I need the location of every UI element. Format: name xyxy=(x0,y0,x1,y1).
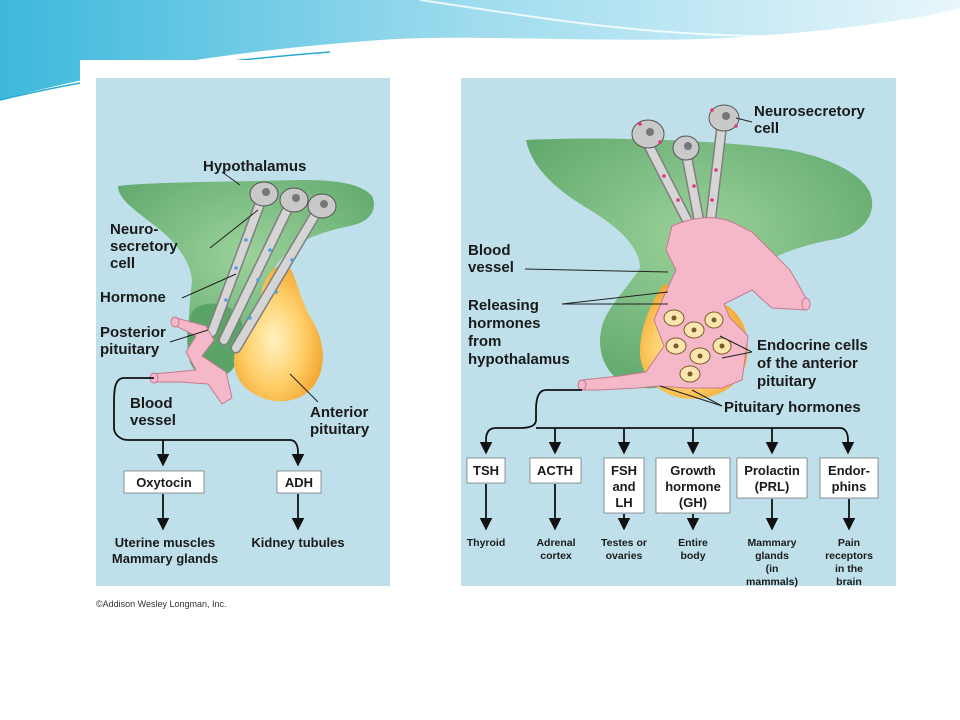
label-endocrine-line2: of the anterior xyxy=(757,355,858,372)
target-mammary-line1: Mammary xyxy=(747,537,796,549)
label-right-blood-line1: Blood xyxy=(468,242,511,259)
label-releasing-line3: from xyxy=(468,333,501,350)
target-kidney-tubules: Kidney tubules xyxy=(251,535,344,550)
box-gh-line2: hormone xyxy=(665,479,721,494)
target-pain-line1: Pain xyxy=(838,537,860,549)
right-blood-vessel xyxy=(581,217,807,391)
label-releasing-line2: hormones xyxy=(468,315,541,332)
target-testes-line2: ovaries xyxy=(606,550,643,562)
box-adh: ADH xyxy=(285,475,313,490)
left-neurosecretory-cells xyxy=(206,181,337,354)
label-endocrine-line1: Endocrine cells xyxy=(757,337,868,354)
target-uterine-muscles: Uterine muscles xyxy=(115,535,215,550)
label-anterior-line2: pituitary xyxy=(310,421,370,438)
box-acth: ACTH xyxy=(537,463,573,478)
label-right-blood-line2: vessel xyxy=(468,259,514,276)
left-panel: Hypothalamus Neuro- secretory cell Hormo… xyxy=(96,78,390,586)
label-right-neurosecretory-line2: cell xyxy=(754,120,779,137)
right-panel: Neurosecretory cell Blood vessel Releasi… xyxy=(461,78,896,588)
box-oxytocin: Oxytocin xyxy=(136,475,192,490)
target-mammary-line3: (in xyxy=(766,563,779,575)
label-hormone: Hormone xyxy=(100,289,166,306)
label-right-neurosecretory-line1: Neurosecretory xyxy=(754,103,866,120)
box-fsh-line3: LH xyxy=(615,495,632,510)
label-releasing-line1: Releasing xyxy=(468,297,539,314)
box-gh-line1: Growth xyxy=(670,463,716,478)
label-pituitary-hormones: Pituitary hormones xyxy=(724,399,861,416)
label-posterior-line1: Posterior xyxy=(100,324,166,341)
target-entire-line1: Entire xyxy=(678,537,708,549)
target-thyroid: Thyroid xyxy=(467,537,506,549)
label-hypothalamus: Hypothalamus xyxy=(203,158,306,175)
right-neurosecretory-cells xyxy=(631,104,740,232)
label-neurosecretory-line2: secretory xyxy=(110,238,178,255)
box-endorphins-line1: Endor- xyxy=(828,463,870,478)
target-mammary-line2: glands xyxy=(755,550,789,562)
target-pain-line3: in the xyxy=(835,563,863,575)
box-prl-line2: (PRL) xyxy=(755,479,790,494)
label-posterior-line2: pituitary xyxy=(100,341,160,358)
target-mammary-line4: mammals) xyxy=(746,576,798,588)
target-mammary-glands: Mammary glands xyxy=(112,551,218,566)
box-gh-line3: (GH) xyxy=(679,495,707,510)
label-releasing-line4: hypothalamus xyxy=(468,351,570,368)
box-fsh-line1: FSH xyxy=(611,463,637,478)
label-neurosecretory-line3: cell xyxy=(110,255,135,272)
label-anterior-line1: Anterior xyxy=(310,404,369,421)
box-prl-line1: Prolactin xyxy=(744,463,800,478)
endocrine-cells xyxy=(663,309,732,383)
target-testes-line1: Testes or xyxy=(601,537,647,549)
box-endorphins-line2: phins xyxy=(832,479,867,494)
box-fsh-line2: and xyxy=(612,479,635,494)
target-pain-line4: brain xyxy=(836,576,862,588)
label-left-blood-line2: vessel xyxy=(130,412,176,429)
left-blood-vessel xyxy=(153,317,233,405)
label-endocrine-line3: pituitary xyxy=(757,373,817,390)
label-neurosecretory-line1: Neuro- xyxy=(110,221,158,238)
credit-line: ©Addison Wesley Longman, Inc. xyxy=(96,599,227,609)
left-anterior-lobe xyxy=(233,264,323,402)
target-adrenal-line2: cortex xyxy=(540,550,572,562)
label-left-blood-line1: Blood xyxy=(130,395,173,412)
target-pain-line2: receptors xyxy=(825,550,873,562)
target-entire-line2: body xyxy=(680,550,705,562)
box-tsh: TSH xyxy=(473,463,499,478)
target-adrenal-line1: Adrenal xyxy=(536,537,575,549)
